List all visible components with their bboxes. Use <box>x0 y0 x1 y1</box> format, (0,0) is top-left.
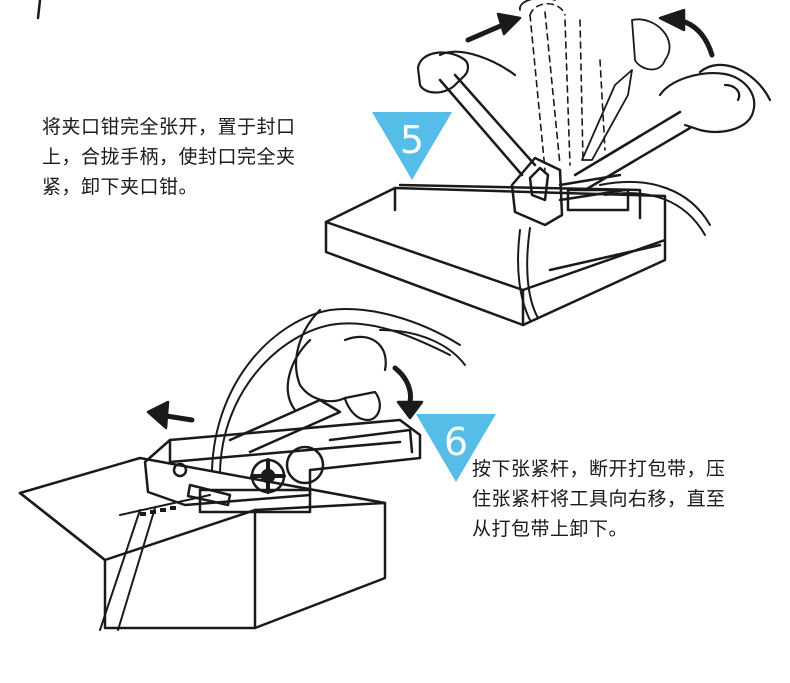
step-5-instruction: 将夹口钳完全张开，置于封口 上，合拢手柄，使封口完全夹 紧，卸下夹口钳。 <box>42 112 296 202</box>
triangle-badge-icon <box>372 112 452 180</box>
curved-direction-arrow-icon <box>465 8 715 58</box>
hand-icon <box>286 308 387 422</box>
step-5-number: 5 <box>399 118 425 162</box>
step-6-line-1: 按下张紧杆，断开打包带，压 <box>472 458 726 480</box>
step-5-ghost-handles <box>529 2 606 171</box>
step-6-tensioner-tool <box>143 398 422 514</box>
step-6-number: 6 <box>443 420 469 464</box>
step-6-line-3: 从打包带上卸下。 <box>472 518 629 540</box>
step-5-line-3: 紧，卸下夹口钳。 <box>42 176 199 198</box>
step-5-line-2: 上，合拢手柄，使封口完全夹 <box>42 146 296 168</box>
step-5-ghost-outline <box>519 0 671 161</box>
step-5-handles <box>438 73 692 192</box>
step-6-base-block <box>18 456 387 630</box>
hand-icon <box>416 50 772 133</box>
triangle-badge-icon <box>416 414 496 482</box>
curved-direction-arrow-icon <box>146 365 424 430</box>
step-5-base-block <box>324 183 667 327</box>
step-6-strap-marks <box>140 506 176 516</box>
step-6-strap <box>99 308 466 631</box>
step-6-number-badge: 6 <box>416 414 496 484</box>
step-5-number-badge: 5 <box>372 112 452 182</box>
step-5-line-1: 将夹口钳完全张开，置于封口 <box>42 116 296 138</box>
step-6-instruction: 按下张紧杆，断开打包带，压 住张紧杆将工具向右移，直至 从打包带上卸下。 <box>472 454 726 544</box>
step-5-strap <box>517 181 711 321</box>
step-6-line-2: 住张紧杆将工具向右移，直至 <box>472 488 726 510</box>
